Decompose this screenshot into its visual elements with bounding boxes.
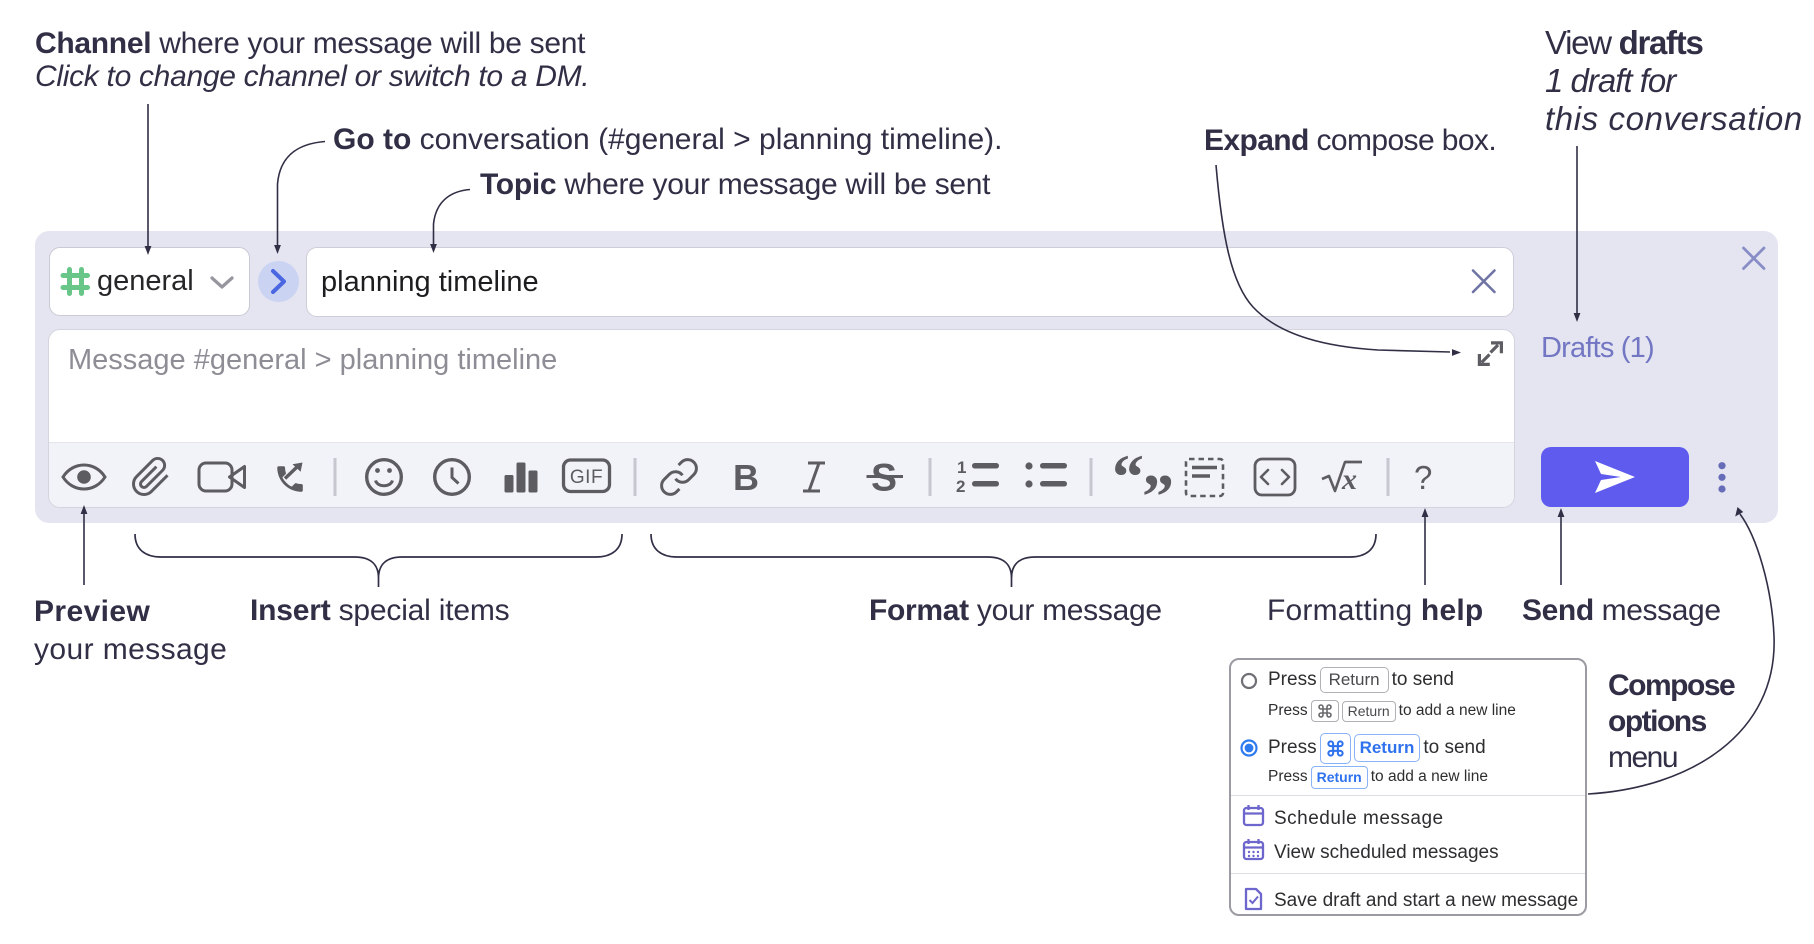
svg-text:?: ? <box>1414 459 1432 496</box>
svg-text:GIF: GIF <box>570 467 603 488</box>
svg-text:1: 1 <box>957 458 966 477</box>
svg-text:”: ” <box>1142 461 1174 532</box>
svg-text:2: 2 <box>956 477 965 496</box>
svg-text:x: x <box>1341 463 1357 496</box>
svg-text:“: “ <box>1112 441 1144 512</box>
svg-text:B: B <box>733 457 759 498</box>
